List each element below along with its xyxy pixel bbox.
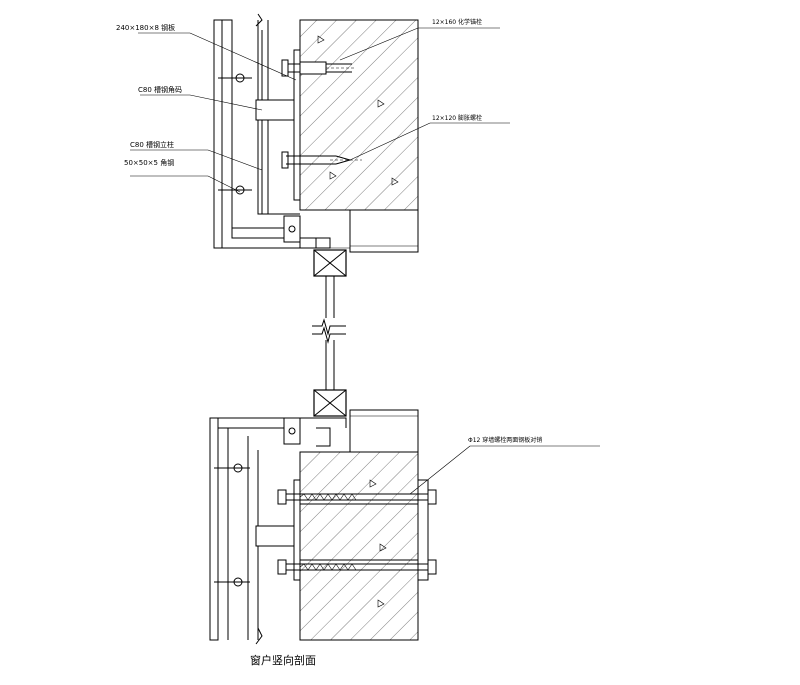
lower-through-bolts bbox=[277, 489, 437, 575]
window-glazing bbox=[312, 276, 346, 390]
label-angle-steel: 50×50×5 角钢 bbox=[124, 158, 174, 167]
upper-cladding-bolts bbox=[218, 73, 252, 195]
upper-lintel-beam bbox=[349, 209, 419, 253]
leader-lines bbox=[130, 27, 600, 495]
lower-aggregate-marks bbox=[369, 479, 387, 608]
lower-steel-plate-back bbox=[417, 479, 429, 581]
lower-bracket bbox=[283, 417, 301, 445]
label-through-bolt: Φ12 穿墙螺栓两面钢板对销 bbox=[468, 436, 542, 444]
lower-cladding-bolts bbox=[214, 463, 250, 587]
upper-cladding bbox=[213, 19, 223, 249]
label-vertical-channel: C80 槽钢立柱 bbox=[130, 140, 174, 149]
lower-assembly bbox=[209, 389, 437, 645]
upper-bracket bbox=[283, 215, 301, 243]
label-angle-code: C80 槽钢角码 bbox=[138, 85, 182, 94]
upper-aggregate-marks bbox=[317, 35, 399, 186]
label-expansion-bolt: 12×120 膨胀螺栓 bbox=[432, 114, 482, 122]
upper-angle-code bbox=[255, 99, 295, 121]
label-chemical-anchor: 12×160 化学锚栓 bbox=[432, 18, 482, 26]
lower-concrete-wall bbox=[299, 451, 419, 641]
upper-expansion-bolt bbox=[281, 151, 362, 169]
upper-steel-plate bbox=[293, 49, 301, 201]
lower-angle-code bbox=[255, 525, 295, 547]
upper-chemical-anchor bbox=[281, 59, 356, 77]
lower-steel-plate-front bbox=[293, 479, 301, 581]
upper-concrete-wall bbox=[299, 19, 419, 211]
drawing-title: 窗户竖向剖面 bbox=[250, 653, 316, 667]
label-steel-plate: 240×180×8 钢板 bbox=[116, 23, 175, 32]
upper-assembly bbox=[213, 13, 419, 277]
